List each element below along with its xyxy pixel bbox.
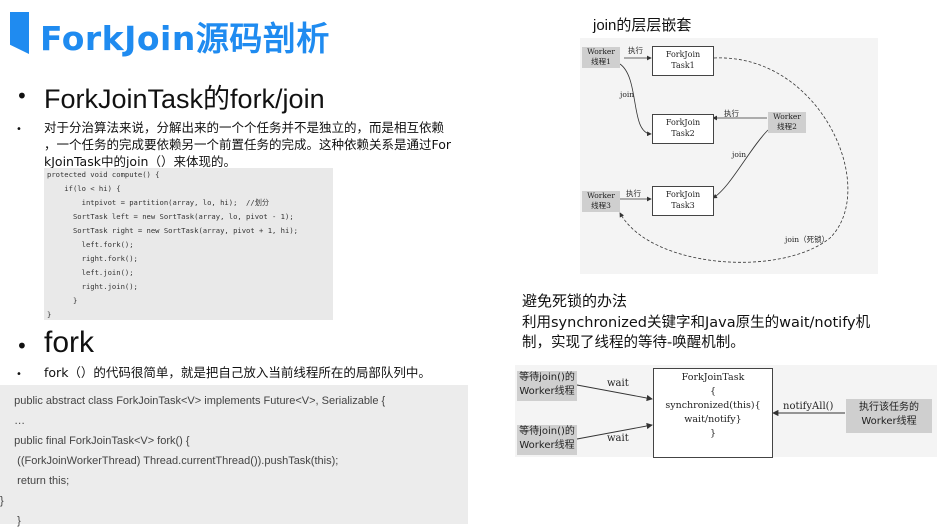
executor-line: 执行该任务的 bbox=[859, 402, 919, 413]
notify-label: notifyAll() bbox=[783, 401, 834, 412]
compute-code-block: protected void compute() { if(lo < hi) {… bbox=[44, 168, 333, 320]
section2-bullet: fork（）的代码很简单，就是把自己放入当前线程所在的局部队列中。 bbox=[44, 365, 431, 380]
waiting-worker-2-line: 等待join()的 bbox=[519, 426, 575, 437]
join-label-2: join bbox=[732, 150, 747, 159]
code-line: } bbox=[47, 310, 52, 319]
join-label-1: join bbox=[620, 90, 635, 99]
worker1-line: 线程1 bbox=[591, 57, 611, 66]
code-line: SortTask left = new SortTask(array, lo, … bbox=[47, 212, 294, 221]
task1-line: ForkJoin bbox=[665, 50, 701, 59]
section1-heading: ForkJoinTask的fork/join bbox=[44, 84, 325, 114]
code-line: public final ForkJoinTask<V> fork() { bbox=[8, 435, 190, 447]
join-diagram-lines bbox=[618, 55, 849, 263]
executor-worker: 执行该任务的 Worker线程 bbox=[846, 399, 932, 433]
center-line: synchronized(this){ bbox=[665, 400, 761, 411]
task1-line: Task1 bbox=[671, 61, 695, 70]
bullet-line: 对于分治算法来说，分解出来的一个个任务并不是独立的，而是相互依赖 bbox=[44, 120, 445, 135]
waiting-worker-1-line: Worker线程 bbox=[519, 386, 575, 397]
code-line: right.fork(); bbox=[47, 254, 138, 263]
waiting-worker-2-line: Worker线程 bbox=[519, 440, 575, 451]
exec-label-3: 执行 bbox=[626, 189, 641, 198]
center-line: ForkJoinTask bbox=[681, 372, 745, 383]
code-line: left.join(); bbox=[47, 268, 134, 277]
page-title: ForkJoin源码剖析 bbox=[40, 19, 330, 58]
task3-line: ForkJoin bbox=[665, 190, 701, 199]
wait-notify-diagram: 等待join()的 Worker线程 等待join()的 Worker线程 Fork… bbox=[515, 365, 937, 458]
fork-code-block: public abstract class ForkJoinTask<V> im… bbox=[0, 385, 468, 527]
forkjointask-box: ForkJoinTask { synchronized(this){ wait/… bbox=[653, 368, 773, 458]
exec-label-1: 执行 bbox=[628, 46, 643, 55]
code-line: protected void compute() { bbox=[47, 170, 160, 179]
bullet-dot-small: • bbox=[16, 369, 22, 380]
worker1-line: Worker bbox=[587, 47, 615, 56]
code-line: public abstract class ForkJoinTask<V> im… bbox=[8, 395, 386, 407]
wait-label-2: wait bbox=[607, 433, 629, 444]
code-line: SortTask right = new SortTask(array, piv… bbox=[47, 226, 298, 235]
worker3-line: Worker bbox=[587, 191, 615, 200]
wait-label-1: wait bbox=[607, 378, 629, 389]
code-line: left.fork(); bbox=[47, 240, 134, 249]
task3-line: Task3 bbox=[671, 201, 695, 210]
worker3-line: 线程3 bbox=[591, 201, 611, 210]
code-line: } bbox=[8, 515, 21, 527]
bullet-dot-small: • bbox=[16, 124, 22, 135]
task2-line: Task2 bbox=[671, 129, 695, 138]
title-accent-bar bbox=[10, 12, 29, 54]
text-line: 制，实现了线程的等待-唤醒机制。 bbox=[522, 335, 745, 351]
section3-text: 利用synchronized关键字和Java原生的wait/notify机 制，… bbox=[522, 313, 870, 353]
waiting-worker-1: 等待join()的 Worker线程 bbox=[517, 371, 577, 401]
bullet-dot: • bbox=[16, 334, 28, 358]
code-line: return this; bbox=[8, 475, 70, 487]
center-line: { bbox=[709, 386, 717, 397]
worker2-line: 线程2 bbox=[777, 122, 797, 131]
text-line: 利用synchronized关键字和Java原生的wait/notify机 bbox=[522, 315, 871, 331]
worker2-line: Worker bbox=[773, 112, 801, 121]
waiting-worker-2: 等待join()的 Worker线程 bbox=[517, 425, 577, 455]
exec-label-2: 执行 bbox=[724, 109, 739, 118]
waiting-worker-1-line: 等待join()的 bbox=[519, 372, 575, 383]
bullet-line: ，一个任务的完成要依赖另一个前置任务的完成。这种依赖关系是通过For bbox=[44, 137, 452, 152]
section3-heading: 避免死锁的办法 bbox=[522, 292, 628, 310]
code-line: } bbox=[0, 495, 4, 507]
section1-bullet: 对于分治算法来说，分解出来的一个个任务并不是独立的，而是相互依赖 ，一个任务的完… bbox=[44, 119, 514, 170]
code-line: } bbox=[47, 296, 78, 305]
section2-heading: fork bbox=[44, 326, 95, 359]
executor-line: Worker线程 bbox=[861, 416, 917, 427]
diagram1-caption: join的层层嵌套 bbox=[593, 17, 692, 34]
code-line: intpivot = partition(array, lo, hi); //划… bbox=[47, 198, 270, 207]
code-line: right.join(); bbox=[47, 282, 138, 291]
code-line: … bbox=[8, 415, 26, 427]
bullet-dot: • bbox=[16, 84, 28, 108]
wait-notify-lines bbox=[576, 384, 845, 440]
code-line: ((ForkJoinWorkerThread) Thread.currentTh… bbox=[8, 455, 339, 467]
center-line: wait/notify} bbox=[684, 414, 742, 425]
code-line: if(lo < hi) { bbox=[47, 184, 121, 193]
center-line: } bbox=[709, 428, 717, 439]
task2-line: ForkJoin bbox=[665, 118, 701, 127]
bullet-line: kJoinTask中的join（）来体现的。 bbox=[44, 154, 236, 169]
deadlock-label: join（死锁） bbox=[785, 235, 830, 244]
